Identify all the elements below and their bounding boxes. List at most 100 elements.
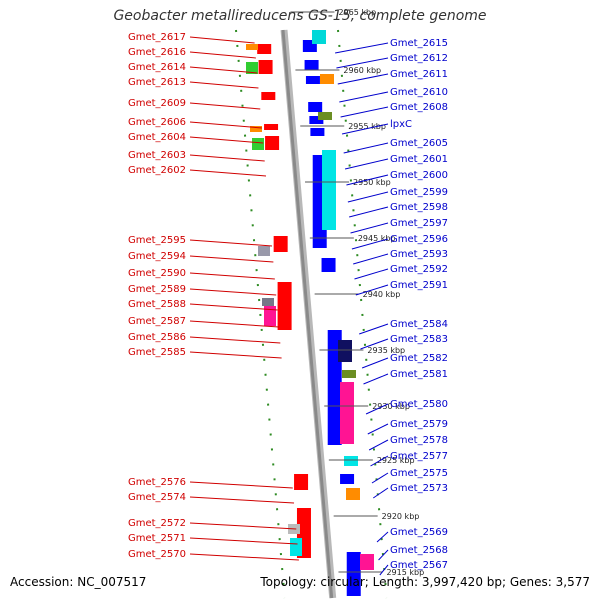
- ortholog-block: [246, 62, 258, 74]
- left-gene-label: Gmet_2602: [128, 165, 186, 176]
- right-label-leader: [351, 238, 389, 250]
- right-label-leader: [339, 91, 389, 103]
- left-label-leader: [189, 121, 262, 129]
- ortholog-block: [250, 126, 262, 132]
- left-gene-label: Gmet_2604: [128, 132, 186, 143]
- left-label-leader: [189, 272, 275, 280]
- right-gene-label: Gmet_2581: [390, 369, 448, 380]
- left-label-leader: [189, 288, 277, 296]
- left-gene-label: Gmet_2609: [128, 98, 186, 109]
- right-gene-label: Gmet_2573: [390, 483, 448, 494]
- left-gene-label: Gmet_2614: [128, 62, 186, 73]
- right-gene-label: Gmet_2611: [390, 69, 448, 80]
- forward-gene: [305, 76, 320, 84]
- ortholog-block: [346, 488, 360, 500]
- forward-gene: [321, 258, 336, 272]
- right-label-leader: [372, 487, 389, 499]
- right-label-leader: [344, 158, 389, 170]
- reverse-gene: [294, 474, 309, 490]
- ortholog-block: [252, 138, 264, 150]
- ortholog-block: [318, 112, 332, 120]
- left-label-leader: [189, 102, 261, 110]
- reverse-gene: [261, 92, 276, 100]
- ortholog-block: [262, 298, 274, 306]
- gene-features: [246, 30, 374, 596]
- left-gene-label: Gmet_2613: [128, 77, 186, 88]
- right-label-leader: [361, 357, 389, 369]
- right-label-leader: [368, 439, 389, 451]
- right-label-leader: [371, 472, 389, 484]
- right-label-leader: [378, 549, 389, 561]
- left-gene-label: Gmet_2617: [128, 32, 186, 43]
- left-label-leader: [189, 81, 259, 89]
- reverse-gene: [273, 236, 288, 252]
- kbp-tick-label: 2930 kbp: [372, 402, 410, 411]
- right-gene-label: Gmet_2580: [390, 399, 448, 410]
- kbp-tick-label: 2950 kbp: [353, 178, 391, 187]
- left-gene-label: Gmet_2588: [128, 299, 186, 310]
- left-label-leader: [189, 553, 299, 561]
- right-gene-label: Gmet_2600: [390, 170, 448, 181]
- ortholog-block: [264, 306, 276, 326]
- left-label-leader: [189, 136, 264, 144]
- right-label-leader: [354, 268, 389, 280]
- right-gene-label: Gmet_2601: [390, 154, 448, 165]
- gene-labels: Gmet_2617Gmet_2616Gmet_2614Gmet_2613Gmet…: [128, 32, 448, 576]
- right-gene-label: Gmet_2596: [390, 234, 448, 245]
- left-label-leader: [189, 255, 274, 263]
- right-label-leader: [340, 106, 389, 118]
- right-gene-label: Gmet_2599: [390, 187, 448, 198]
- ortholog-block: [340, 382, 354, 444]
- right-label-leader: [359, 323, 389, 335]
- kbp-tick-label: 2960 kbp: [343, 66, 381, 75]
- right-label-leader: [335, 42, 389, 54]
- accession-text: Accession: NC_007517: [10, 575, 147, 589]
- ortholog-block: [360, 554, 374, 570]
- ortholog-block: [246, 44, 258, 50]
- kbp-tick-label: 2935 kbp: [367, 346, 405, 355]
- left-label-leader: [189, 36, 255, 44]
- ortholog-block: [320, 74, 334, 84]
- kbp-tick-label: 2965 kbp: [338, 8, 376, 17]
- ortholog-block: [338, 340, 352, 362]
- ortholog-block: [312, 30, 326, 44]
- left-gene-label: Gmet_2590: [128, 268, 186, 279]
- backbone-line: [281, 29, 334, 599]
- right-gene-label: Gmet_2575: [390, 468, 448, 479]
- right-label-leader: [353, 253, 389, 265]
- right-label-leader: [341, 123, 389, 135]
- forward-gene: [309, 116, 324, 124]
- left-dotted-guide: [235, 29, 286, 599]
- right-label-leader: [347, 191, 389, 203]
- left-gene-label: Gmet_2570: [128, 549, 186, 560]
- right-label-leader: [379, 564, 389, 576]
- dotted-guides: [235, 29, 388, 599]
- kbp-tick-label: 2925 kbp: [377, 456, 415, 465]
- left-gene-label: Gmet_2572: [128, 518, 186, 529]
- left-gene-label: Gmet_2606: [128, 117, 186, 128]
- forward-gene: [304, 60, 319, 70]
- kbp-tick-label: 2945 kbp: [358, 234, 396, 243]
- right-gene-label: Gmet_2579: [390, 419, 448, 430]
- left-gene-label: Gmet_2586: [128, 332, 186, 343]
- left-label-leader: [189, 303, 278, 311]
- reverse-gene: [265, 136, 280, 150]
- right-gene-label: Gmet_2584: [390, 319, 448, 330]
- left-label-leader: [189, 481, 293, 489]
- left-label-leader: [189, 537, 298, 545]
- right-label-leader: [367, 423, 389, 435]
- left-gene-label: Gmet_2616: [128, 47, 186, 58]
- left-label-leader: [189, 239, 273, 247]
- left-gene-label: Gmet_2585: [128, 347, 186, 358]
- left-gene-label: Gmet_2574: [128, 492, 186, 503]
- forward-gene: [340, 474, 355, 484]
- left-label-leader: [189, 51, 256, 59]
- left-gene-label: Gmet_2587: [128, 316, 186, 327]
- right-gene-label: Gmet_2583: [390, 334, 448, 345]
- left-gene-label: Gmet_2589: [128, 284, 186, 295]
- reverse-gene: [277, 282, 292, 330]
- left-gene-label: Gmet_2595: [128, 235, 186, 246]
- right-gene-label: Gmet_2567: [390, 560, 448, 571]
- right-label-leader: [376, 531, 389, 543]
